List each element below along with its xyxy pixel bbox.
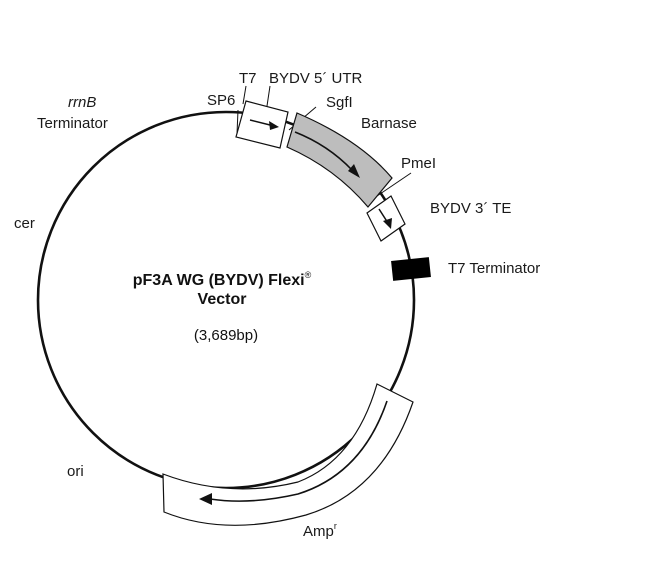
bydv-5utr-tick [266, 85, 271, 107]
t7-terminator-label: T7 Terminator [448, 260, 540, 277]
ampr-label-superscript: r [334, 521, 337, 531]
ampr-region [162, 383, 414, 526]
pmei-tick [376, 172, 412, 197]
barnase-region [286, 112, 393, 208]
vector-name: pF3A WG (BYDV) Flexi® [133, 270, 312, 289]
rrnb-label: rrnB [68, 94, 96, 111]
sp6-label: SP6 [207, 92, 235, 109]
cer-label: cer [14, 215, 35, 232]
ori-label: ori [67, 463, 84, 480]
vector-name-text: pF3A WG (BYDV) Flexi [133, 272, 305, 289]
barnase-arrowhead [348, 164, 360, 178]
t7-label: T7 [239, 70, 257, 87]
t7-terminator-block [391, 257, 431, 281]
ampr-arrowhead [199, 493, 212, 505]
vector-name-line2: Vector [198, 291, 247, 308]
bydv-5utr-arrowhead [269, 121, 279, 130]
vector-name-symbol: ® [305, 270, 312, 280]
ampr-arrow [209, 400, 388, 502]
t7-tick [242, 85, 247, 105]
sgfi-label: SgfI [326, 94, 353, 111]
bydv-3te-box [366, 195, 406, 242]
bydv-3te-label: BYDV 3´ TE [430, 200, 511, 217]
barnase-arrow [294, 131, 353, 171]
ampr-label-main: Amp [303, 523, 334, 540]
bydv-5utr-box [235, 100, 289, 149]
barnase-label: Barnase [361, 115, 417, 132]
vector-size: (3,689bp) [194, 327, 258, 344]
rrnb-terminator-label: Terminator [37, 115, 108, 132]
bydv-3te-arrowhead [383, 218, 392, 229]
sp6-tick [236, 109, 239, 135]
pmei-label: PmeI [401, 155, 436, 172]
ampr-label: Ampr [303, 521, 337, 540]
bydv-5utr-label: BYDV 5´ UTR [269, 70, 363, 87]
